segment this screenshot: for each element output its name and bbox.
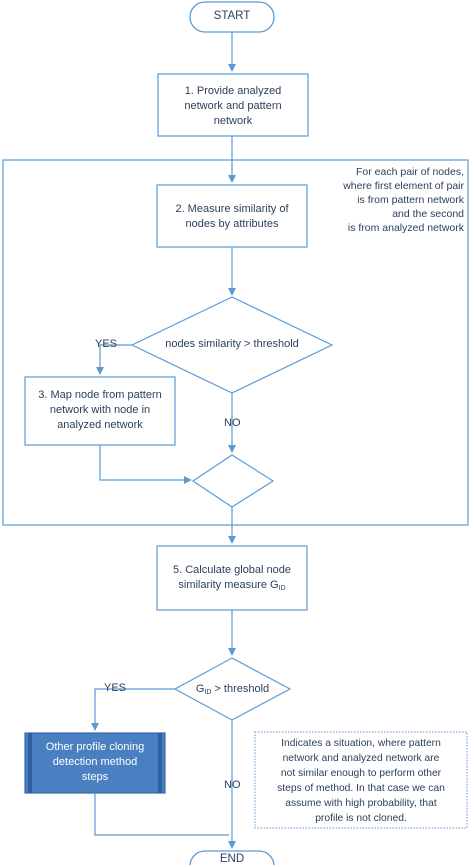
step5-line-2-sub: ID	[278, 585, 286, 592]
step2-box	[156, 184, 308, 248]
note-bottom-line-2: network and analyzed network are	[282, 753, 440, 764]
end-label: END	[219, 853, 245, 865]
loop-note-line-2: where first element of pair	[343, 180, 464, 192]
step5-box	[156, 545, 308, 611]
decision2-no-label: NO	[224, 779, 241, 791]
step5-line-2: similarity measure GID	[157, 578, 307, 596]
step1-line-2: network and pattern	[184, 100, 282, 112]
merge-diamond	[191, 454, 275, 508]
loop-note-line-4: and the second	[392, 208, 464, 220]
note-bottom-line-6: profile is not cloned.	[315, 813, 407, 824]
other-steps-stripe-left	[28, 733, 32, 793]
step5-line-2-prefix: similarity measure G	[178, 579, 279, 591]
connector-step3-merge	[99, 445, 192, 484]
step3-text: 3. Map node from pattern network with no…	[25, 388, 175, 433]
decision1-no-label: NO	[224, 417, 241, 429]
decision2-label: GID > threshold	[175, 682, 290, 700]
step2-line-2: nodes by attributes	[185, 218, 279, 230]
decision2-prefix: G	[195, 683, 205, 695]
note-bottom-line-3: not similar enough to perform other	[280, 768, 442, 779]
step1-text: 1. Provide analyzed network and pattern …	[158, 84, 308, 129]
connector-decision1-yes	[96, 344, 132, 375]
step3-line-2: network with node in	[49, 404, 151, 416]
step3-line-3: analyzed network	[57, 419, 143, 431]
note-bottom-line-1: Indicates a situation, where pattern	[281, 738, 441, 749]
step1-box	[157, 73, 309, 137]
note-bottom-text: Indicates a situation, where pattern net…	[255, 736, 467, 826]
other-steps-text: Other profile cloning detection method s…	[32, 740, 158, 785]
decision2-suffix: > threshold	[211, 683, 270, 695]
other-steps-line-3: steps	[81, 771, 109, 783]
connector-other-end	[94, 793, 229, 836]
connector-decision2-yes	[91, 688, 175, 731]
step5-text: 5. Calculate global node similarity meas…	[157, 563, 307, 596]
other-steps-stripe-right	[158, 733, 162, 793]
loop-container	[2, 159, 469, 526]
step1-line-3: network	[213, 115, 253, 127]
note-bottom-box	[254, 731, 468, 829]
decision1-label: nodes similarity > threshold	[165, 338, 299, 350]
other-steps-box	[24, 732, 166, 794]
other-steps-line-1: Other profile cloning	[45, 741, 145, 753]
decision2-yes-label: YES	[104, 682, 127, 694]
step2-text: 2. Measure similarity of nodes by attrib…	[157, 202, 307, 232]
decision1-yes-label: YES	[95, 338, 118, 350]
step3-box	[24, 376, 176, 446]
loop-note-line-3: is from pattern network	[357, 194, 464, 206]
note-bottom-line-4: steps of method. In that case we can	[277, 783, 445, 794]
step5-line-1: 5. Calculate global node	[172, 564, 292, 576]
start-label: START	[213, 10, 251, 22]
step1-line-1: 1. Provide analyzed	[184, 85, 282, 97]
loop-note: For each pair of nodes, where first elem…	[290, 165, 464, 235]
other-steps-line-2: detection method	[52, 756, 138, 768]
step3-line-1: 3. Map node from pattern	[38, 389, 162, 401]
end-terminal	[189, 850, 275, 865]
loop-note-line-1: For each pair of nodes,	[356, 166, 464, 178]
step2-line-1: 2. Measure similarity of	[175, 203, 289, 215]
decision2-sub: ID	[204, 689, 212, 696]
note-bottom-line-5: assume with high probability, that	[285, 798, 437, 809]
loop-note-line-5: is from analyzed network	[347, 222, 464, 234]
